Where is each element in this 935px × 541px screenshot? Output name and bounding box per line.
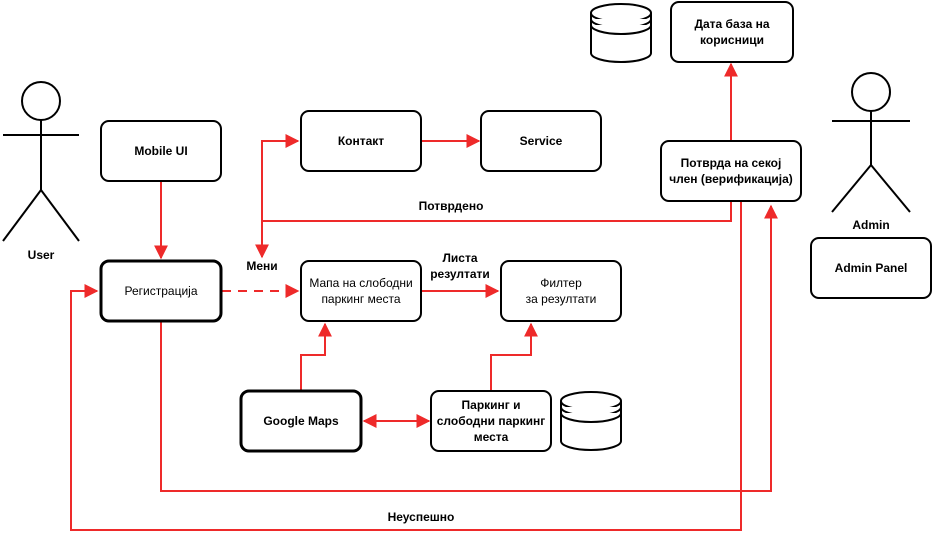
verify-label-line2: член (верификација): [669, 172, 793, 186]
user-db-label-line2: корисници: [700, 33, 764, 47]
edge-menu-to-contact: [261, 134, 300, 221]
parking-label-line3: места: [474, 430, 509, 444]
mobile-ui-node[interactable]: Mobile UI: [100, 120, 222, 182]
parking-node[interactable]: Паркинг и слободни паркинг места: [430, 390, 552, 452]
user-actor-icon: [2, 81, 80, 242]
admin-panel-label: Admin Panel: [835, 261, 908, 275]
parking-label-line2: слободни паркинг: [437, 414, 546, 428]
edge-verify-confirmed: [262, 202, 732, 222]
edge-verify-unsuccessful: [70, 202, 742, 531]
map-node[interactable]: Мапа на слободни паркинг места: [300, 260, 422, 322]
parking-label-line1: Паркинг и: [462, 398, 521, 412]
edge-label-results-line2: резултати: [430, 267, 490, 281]
registration-node[interactable]: Регистрација: [99, 259, 223, 323]
edges: [70, 62, 778, 531]
google-maps-node[interactable]: Google Maps: [239, 389, 363, 453]
google-maps-label: Google Maps: [263, 414, 339, 428]
service-node[interactable]: Service: [480, 110, 602, 172]
verify-label-line1: Потврда на секој: [681, 156, 782, 170]
edge-label-confirmed: Потврдено: [419, 199, 484, 213]
map-label-line2: паркинг места: [321, 292, 400, 306]
user-actor-label: User: [28, 248, 55, 262]
contact-label: Контакт: [338, 134, 384, 148]
verification-node[interactable]: Потврда на секој член (верификација): [660, 140, 802, 202]
database-icon: [560, 391, 622, 451]
edge-label-results-line1: Листа: [442, 251, 477, 265]
filter-label-line1: Филтер: [540, 276, 582, 290]
admin-actor-icon: [831, 72, 911, 213]
service-label: Service: [520, 134, 563, 148]
user-db-node[interactable]: Дата база на корисници: [670, 1, 794, 63]
edge-label-unsuccessful: Неуспешно: [388, 510, 455, 524]
edge-label-menu: Мени: [246, 259, 277, 273]
user-db-label-line1: Дата база на: [694, 17, 769, 31]
mobile-ui-label: Mobile UI: [134, 144, 187, 158]
registration-label: Регистрација: [125, 284, 198, 298]
contact-node[interactable]: Контакт: [300, 110, 422, 172]
filter-node[interactable]: Филтер за резултати: [500, 260, 622, 322]
admin-actor-label: Admin: [852, 218, 889, 232]
map-label-line1: Мапа на слободни: [309, 276, 412, 290]
filter-label-line2: за резултати: [526, 292, 597, 306]
edge-parking-to-filter: [490, 322, 538, 391]
admin-panel-node[interactable]: Admin Panel: [810, 237, 932, 299]
edge-registration-to-verify: [160, 204, 778, 492]
edge-google-to-map: [300, 322, 332, 391]
database-icon: [590, 3, 652, 63]
